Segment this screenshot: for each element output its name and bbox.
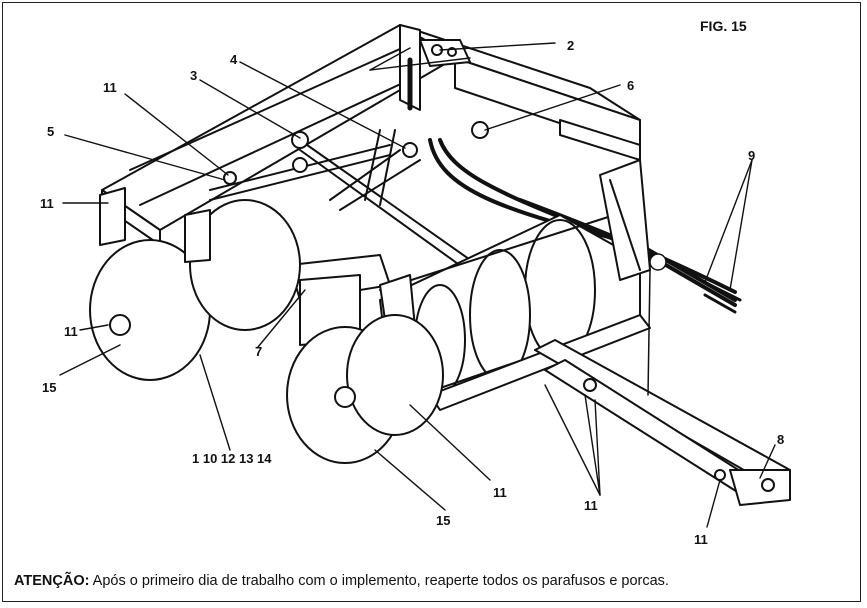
linkage bbox=[209, 121, 521, 306]
warning-note: ATENÇÃO: Após o primeiro dia de trabalho… bbox=[14, 573, 669, 589]
callout-4: 4 bbox=[230, 52, 238, 67]
callout-11-hitch: 11 bbox=[694, 532, 708, 547]
left-discs bbox=[89, 187, 301, 381]
hose-fittings bbox=[703, 283, 742, 314]
callout-11-left: 11 bbox=[40, 196, 54, 211]
front-discs bbox=[286, 314, 444, 464]
callout-8: 8 bbox=[777, 432, 785, 447]
callout-11-front: 11 bbox=[493, 485, 507, 500]
warning-label: ATENÇÃO: bbox=[14, 573, 90, 589]
callout-11-top: 11 bbox=[103, 80, 117, 95]
callout-7: 7 bbox=[255, 344, 263, 359]
callout-15-front: 15 bbox=[436, 513, 451, 528]
callout-15-left: 15 bbox=[42, 380, 57, 395]
callout-group: 1 10 12 13 14 bbox=[192, 451, 272, 466]
callout-2: 2 bbox=[567, 38, 575, 53]
callout-5: 5 bbox=[47, 124, 55, 139]
callout-11-bolts: 11 bbox=[584, 498, 598, 513]
figure-label: FIG. 15 bbox=[700, 18, 747, 34]
callout-9: 9 bbox=[748, 148, 756, 163]
figure-frame bbox=[2, 2, 861, 602]
chain bbox=[647, 253, 667, 396]
top-plate bbox=[419, 39, 471, 67]
warning-text: Após o primeiro dia de trabalho com o im… bbox=[89, 573, 669, 589]
callout-11-hub: 11 bbox=[64, 324, 78, 339]
leader-lines bbox=[59, 42, 776, 528]
callout-3: 3 bbox=[190, 68, 198, 83]
drawbar bbox=[534, 339, 791, 506]
callout-6: 6 bbox=[627, 78, 635, 93]
main-frame bbox=[101, 24, 641, 246]
